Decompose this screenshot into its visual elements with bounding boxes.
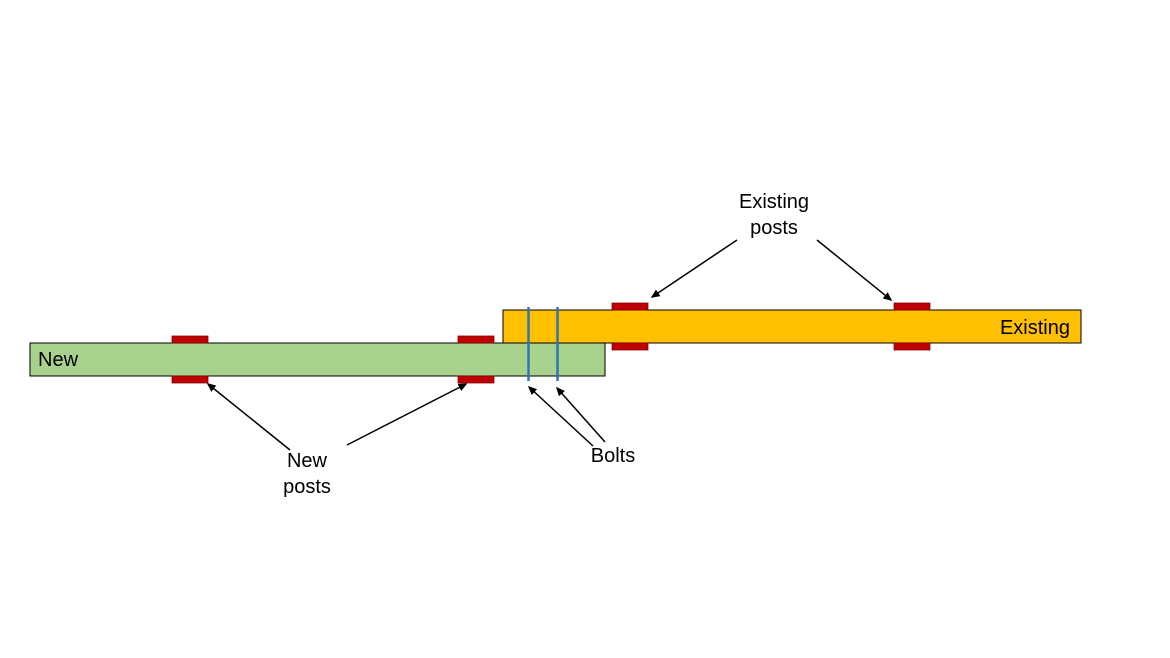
existing-beam bbox=[502, 309, 1082, 344]
existing-posts-arrow-right bbox=[816, 239, 893, 301]
bolts-label: Bolts bbox=[591, 445, 635, 467]
existing-beam-label: Existing bbox=[1000, 317, 1070, 339]
new-post-1-top bbox=[171, 335, 209, 344]
new-post-1-bottom bbox=[171, 375, 209, 384]
existing-posts-label-line1: Existing bbox=[739, 191, 809, 213]
new-beam bbox=[29, 342, 606, 377]
new-posts-label-line2: posts bbox=[283, 476, 331, 498]
existing-post-2-bottom bbox=[893, 342, 931, 351]
new-posts-arrow-left bbox=[206, 383, 291, 451]
new-post-2-top bbox=[457, 335, 495, 344]
bolts-arrow-left bbox=[527, 385, 594, 447]
existing-post-2-top bbox=[893, 302, 931, 311]
existing-posts-label-line2: posts bbox=[750, 217, 798, 239]
new-post-2-bottom bbox=[457, 375, 495, 384]
new-posts-label-line1: New bbox=[287, 450, 328, 472]
bolts-arrow-right bbox=[556, 386, 606, 443]
existing-post-1-top bbox=[611, 302, 649, 311]
existing-posts-arrow-left bbox=[650, 239, 738, 298]
new-beam-label: New bbox=[38, 349, 79, 371]
existing-post-1-bottom bbox=[611, 342, 649, 351]
new-posts-arrow-right bbox=[346, 383, 468, 446]
